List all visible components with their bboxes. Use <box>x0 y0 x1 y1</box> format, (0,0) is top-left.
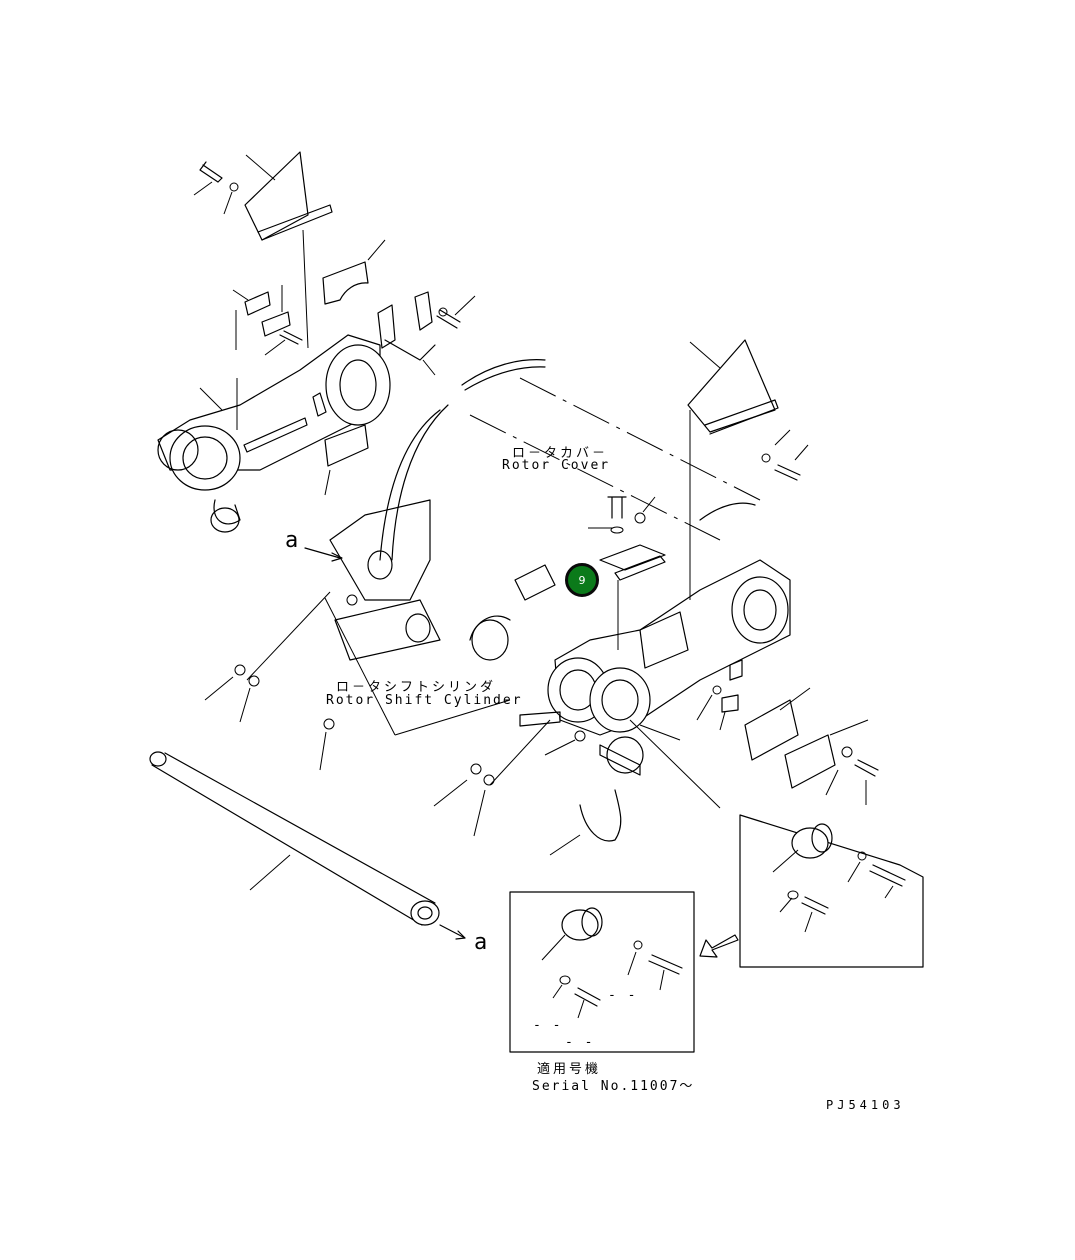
shift-cylinder-bracket <box>324 499 561 736</box>
serial-label-jp: 適用号機 <box>537 1062 602 1077</box>
curved-shield-top <box>322 239 386 305</box>
rotor-shift-cylinder-label-en: Rotor Shift Cylinder <box>326 693 523 708</box>
left-chain-case <box>157 229 391 533</box>
cover-plate <box>744 687 879 805</box>
top-bolt-left <box>193 161 239 215</box>
lower-shield-small <box>324 424 369 496</box>
rotor-cover-label-jp: ロ－タカバ－ <box>512 446 609 461</box>
arrow-a-left <box>304 547 343 562</box>
bracket-right-top <box>377 291 476 376</box>
serial-label-en: Serial No.11007～ <box>532 1079 695 1094</box>
hose <box>549 789 622 856</box>
callout-number: 9 <box>578 573 586 587</box>
dash-mark-1: - - <box>608 988 638 1003</box>
plug-parts <box>696 659 743 731</box>
dash-mark-3: - - <box>565 1035 595 1050</box>
right-shield <box>687 339 809 600</box>
drawing-number: PJ54103 <box>826 1098 905 1112</box>
rotor-shift-cylinder-label-jp: ロ－タシフトシリンダ <box>336 680 497 695</box>
right-chain-case <box>547 559 791 809</box>
top-shield <box>244 151 333 241</box>
dash-mark-2: - - <box>533 1018 563 1033</box>
reference-a-left: a <box>285 528 299 553</box>
rotor-cover-label-en: Rotor Cover <box>502 458 611 473</box>
shaft <box>149 751 466 940</box>
rotor-cover-outline <box>379 359 761 561</box>
center-bolt-stack <box>588 496 666 650</box>
upper-left-plates <box>232 285 303 356</box>
reference-a-bottom: a <box>474 930 488 955</box>
shift-pins <box>204 591 586 837</box>
detail-box-left <box>509 891 695 1053</box>
detail-box-right <box>739 814 924 968</box>
callout-marker-9[interactable]: 9 <box>565 563 599 597</box>
arrow-to-box <box>699 934 739 958</box>
